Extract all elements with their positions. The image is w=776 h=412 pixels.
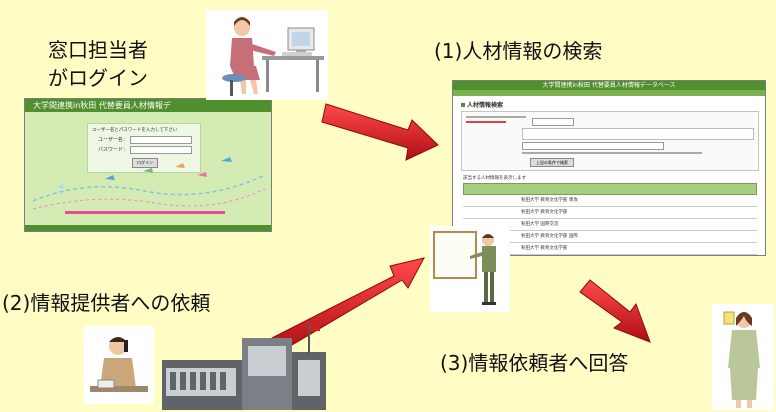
login-footer-bar <box>25 225 271 231</box>
instructor-at-board-icon <box>433 231 496 305</box>
arrow-1-shape <box>321 103 439 161</box>
search-form: 上記の条件で検索 <box>461 111 759 171</box>
results-table: 秋田大学 教育文化学部 専攻 秋田大学 教育文化学部 秋田大学 国際交流 秋田大… <box>463 183 757 255</box>
login-button[interactable]: ログイン <box>132 158 158 168</box>
university-illustration <box>160 318 328 412</box>
table-row[interactable]: 秋田大学 教育文化学部 国際 <box>463 231 757 243</box>
user-input[interactable] <box>130 136 192 144</box>
man-on-phone-icon <box>90 337 148 392</box>
section-bullet-icon <box>461 103 465 107</box>
login-label: 窓口担当者 がログイン <box>48 36 148 92</box>
provider-illustration <box>430 226 510 312</box>
login-footer-note <box>65 211 225 214</box>
bird-wave-decoration <box>32 157 266 210</box>
search-section-title: 人材情報検索 <box>453 96 765 111</box>
pass-input[interactable] <box>130 146 192 154</box>
coordinator-illustration <box>84 326 154 404</box>
step1-label: (1)人材情報の検索 <box>434 39 603 63</box>
table-row[interactable]: 秋田大学 教育文化学部 <box>463 207 757 219</box>
university-building-icon <box>162 324 326 410</box>
results-note: 該当する人材情報を表示します <box>463 176 526 181</box>
login-form: ユーザー名とパスワードを入力して下さい ユーザー名： パスワード： ログイン <box>87 123 201 173</box>
pass-label: パスワード： <box>98 147 129 153</box>
search-menu-bar <box>453 90 765 96</box>
category-select[interactable] <box>532 118 574 126</box>
login-header: 大学間連携in秋田 代替要員人材情報デ <box>25 99 271 112</box>
results-header-row <box>463 183 757 195</box>
operator-illustration <box>206 10 328 100</box>
arrow-3-shape <box>579 279 651 343</box>
requester-illustration <box>712 304 774 410</box>
login-label-line2: がログイン <box>48 66 148 90</box>
step2-label: (2)情報提供者への依頼 <box>2 291 211 315</box>
woman-at-desk-icon <box>222 17 324 96</box>
table-row[interactable]: 秋田大学 国際交流 <box>463 219 757 231</box>
table-row[interactable]: 秋田大学 教育文化学部 <box>463 243 757 255</box>
user-label: ユーザー名： <box>98 137 128 143</box>
login-screen: 大学間連携in秋田 代替要員人材情報デ ユーザー名とパスワードを入力して下さい … <box>24 98 272 232</box>
step3-label: (3)情報依頼者へ回答 <box>440 351 629 375</box>
search-button[interactable]: 上記の条件で検索 <box>530 158 574 167</box>
keyword-input[interactable] <box>522 142 664 150</box>
search-header: 大学間連携in秋田 代替要員人材情報データベース <box>453 81 765 90</box>
table-row[interactable]: 秋田大学 教育文化学部 専攻 <box>463 195 757 207</box>
login-label-line1: 窓口担当者 <box>48 38 148 62</box>
woman-with-document-icon <box>723 311 760 408</box>
login-prompt: ユーザー名とパスワードを入力して下さい <box>92 128 178 133</box>
